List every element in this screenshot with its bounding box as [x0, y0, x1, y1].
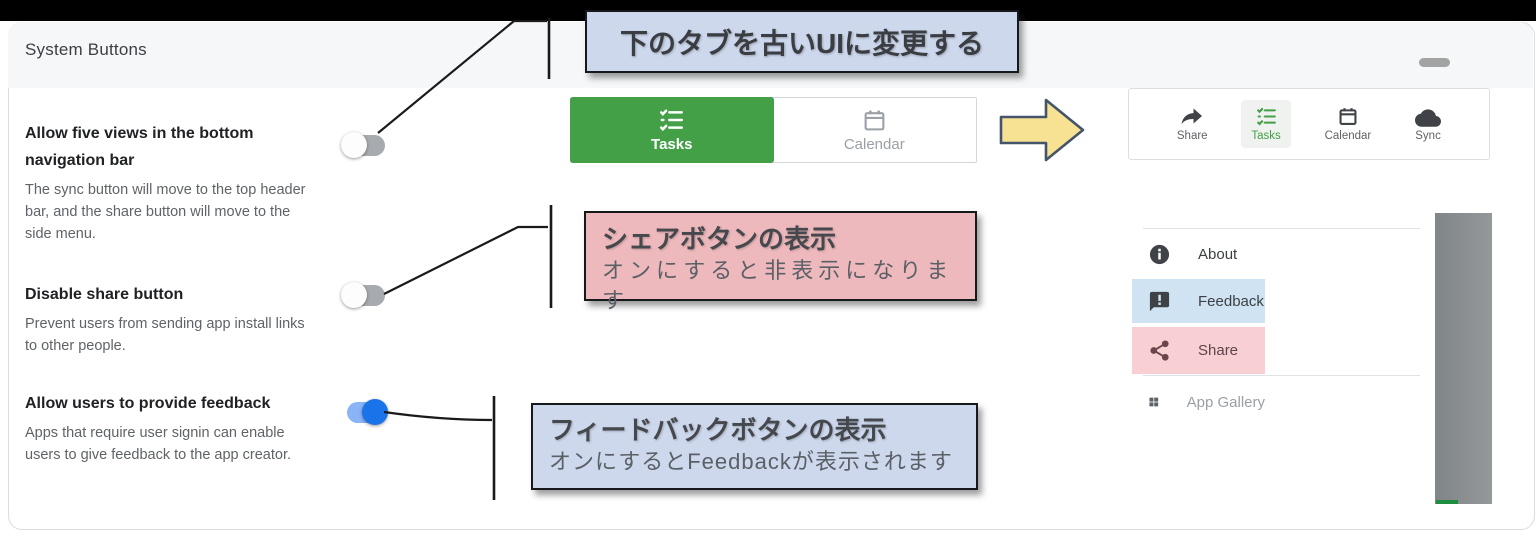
tab-label: Tasks [651, 136, 693, 153]
note-old-ui-tabs: 下のタブを古いUIに変更する [585, 10, 1019, 73]
calendar-icon [864, 110, 885, 130]
tab-tasks[interactable]: Tasks [570, 97, 774, 163]
sync-cloud-icon [1415, 108, 1442, 127]
old-tab-calendar[interactable]: Calendar [1315, 100, 1382, 148]
menu-item-label: Feedback [1198, 292, 1264, 310]
note-text: 下のタブを古いUIに変更する [619, 27, 984, 59]
menu-item-label: About [1198, 245, 1238, 263]
old-ui-scrollbar-notch [1419, 58, 1450, 67]
toggle-knob [341, 282, 367, 308]
menu-divider-top [1143, 228, 1420, 229]
tab-label: Calendar [843, 135, 905, 153]
setting-title: Disable share button [25, 286, 184, 303]
note-share-button: シェアボタンの表示 オンにすると非表示になります [584, 211, 977, 313]
old-tab-share[interactable]: Share [1167, 100, 1218, 148]
green-edge-sliver [1436, 500, 1458, 504]
old-tab-label: Calendar [1324, 130, 1372, 142]
new-ui-tabbar: Tasks Calendar [570, 97, 977, 163]
setting-disable-share: Disable share button Prevent users from … [25, 281, 332, 357]
old-tab-label: Tasks [1251, 130, 1281, 142]
old-tab-sync[interactable]: Sync [1405, 101, 1451, 148]
disable-share-toggle[interactable] [341, 282, 388, 308]
menu-item-app-gallery[interactable]: App Gallery [1132, 380, 1265, 424]
info-icon [1149, 244, 1170, 264]
menu-item-label: Share [1198, 342, 1239, 359]
five-views-toggle[interactable] [341, 132, 388, 158]
tasks-checklist-icon [660, 109, 684, 132]
allow-feedback-toggle[interactable] [344, 399, 388, 425]
setting-description: The sync button will move to the top hea… [25, 182, 306, 242]
menu-divider-bottom [1143, 375, 1420, 376]
setting-title: Allow users to provide feedback [25, 395, 271, 412]
tab-calendar[interactable]: Calendar [773, 98, 977, 162]
section-title: System Buttons [25, 40, 147, 59]
setting-allow-feedback: Allow users to provide feedback Apps tha… [25, 390, 332, 466]
setting-title: Allow five views in the bottom navigatio… [25, 125, 254, 169]
note-subtitle: オンにするとFeedbackが表示されます [549, 449, 953, 474]
menu-item-feedback[interactable]: Feedback [1132, 279, 1265, 323]
app-grid-icon [1149, 397, 1159, 407]
note-subtitle: オンにすると非表示になります [602, 258, 954, 313]
feedback-icon [1149, 291, 1170, 311]
old-ui-tabbar: Share Tasks Calendar [1128, 88, 1490, 160]
old-tab-tasks[interactable]: Tasks [1241, 100, 1291, 148]
setting-five-views: Allow five views in the bottom navigatio… [25, 120, 332, 245]
menu-item-share[interactable]: Share [1132, 327, 1265, 374]
toggle-knob [362, 399, 388, 425]
share-forward-icon [1181, 108, 1203, 124]
calendar-icon [1339, 108, 1357, 125]
menu-item-label: App Gallery [1186, 393, 1265, 411]
menu-item-about[interactable]: About [1132, 232, 1265, 276]
old-tab-label: Share [1176, 130, 1208, 142]
tasks-checklist-icon [1256, 107, 1276, 126]
toggle-knob [341, 132, 367, 158]
transform-arrow-icon [999, 98, 1085, 162]
note-title: フィードバックボタンの表示 [549, 415, 887, 445]
old-tab-label: Sync [1415, 129, 1441, 142]
scrollbar-thumb[interactable] [1435, 213, 1492, 504]
note-title: シェアボタンの表示 [602, 224, 837, 254]
setting-description: Prevent users from sending app install l… [25, 316, 305, 354]
note-feedback-button: フィードバックボタンの表示 オンにするとFeedbackが表示されます [531, 403, 978, 490]
setting-description: Apps that require user signin can enable… [25, 425, 291, 463]
share-nodes-icon [1150, 340, 1169, 361]
